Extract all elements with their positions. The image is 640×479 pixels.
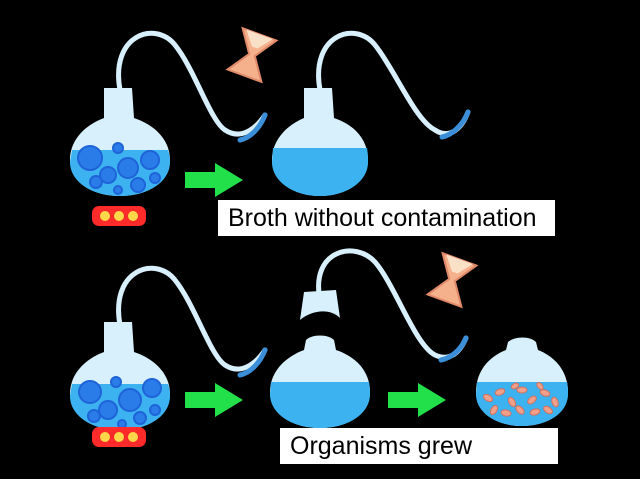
hourglass-icon xyxy=(426,252,478,308)
contaminated-flask xyxy=(476,337,568,426)
right-arrow-icon xyxy=(388,383,446,417)
bubbles-icon xyxy=(77,142,161,195)
caption-organisms-grew: Organisms grew xyxy=(280,428,558,464)
organism-icon xyxy=(482,382,559,417)
hourglass-icon xyxy=(226,27,278,83)
heater-icon xyxy=(92,427,146,447)
right-arrow-icon xyxy=(185,163,243,197)
caption-broth-without-contamination: Broth without contamination xyxy=(218,200,555,236)
heater-icon xyxy=(92,206,146,226)
boiling-flask-bottom xyxy=(70,265,268,430)
bubbles-icon xyxy=(78,376,162,429)
boiling-flask-top xyxy=(70,30,268,196)
broken-flask-icon xyxy=(270,248,469,428)
sterile-flask-top xyxy=(272,30,471,196)
right-arrow-icon xyxy=(185,383,243,417)
